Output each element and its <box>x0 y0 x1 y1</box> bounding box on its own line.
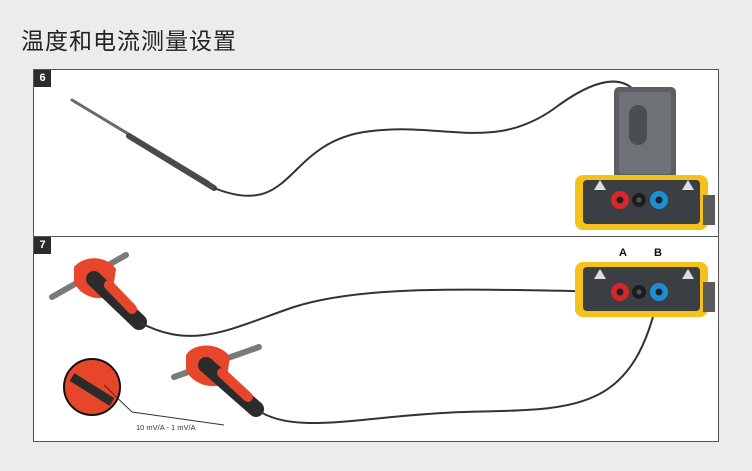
temperature-setup-illustration <box>70 80 715 230</box>
input-a-cable-icon <box>138 288 620 337</box>
temperature-adapter-icon <box>614 87 676 179</box>
panel-step-6: 6 <box>33 69 719 237</box>
meter-top-icon <box>575 262 715 317</box>
clamp-ratio-note: 10 mV/A - 1 mV/A <box>136 423 196 432</box>
input-b-label: B <box>654 247 662 259</box>
input-b-cable-icon <box>255 291 660 425</box>
step-number-badge: 6 <box>34 70 51 87</box>
current-setup-illustration <box>49 252 715 426</box>
page-title: 温度和电流测量设置 <box>21 29 237 55</box>
current-clamp-icon <box>74 258 147 330</box>
current-clamp-icon <box>186 345 264 417</box>
input-a-label: A <box>619 247 627 259</box>
panel-step-7: 7 A B 10 mV/A - 1 mV/A <box>33 236 719 442</box>
clamp-detail-loupe-icon <box>63 358 225 426</box>
step-number-badge: 7 <box>34 237 51 254</box>
probe-cable-icon <box>213 80 635 197</box>
probe-handle-icon <box>126 133 217 191</box>
meter-top-icon <box>575 175 715 230</box>
